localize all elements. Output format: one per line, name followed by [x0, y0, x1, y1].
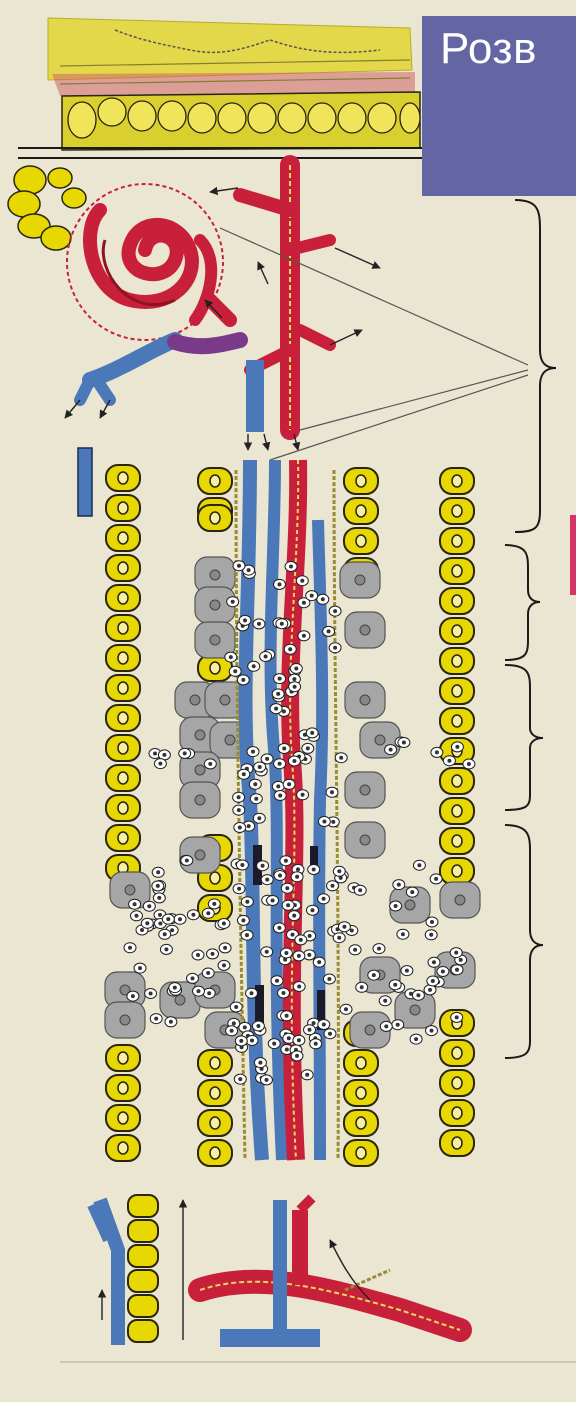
follicle-nucleus [118, 1112, 128, 1124]
follicle-nucleus [118, 1052, 128, 1064]
follicle-nucleus [452, 865, 462, 877]
follicle-nucleus [356, 505, 366, 517]
follicle-nucleus [452, 475, 462, 487]
curly-brace-icon [515, 200, 556, 532]
follicle-nucleus [118, 682, 128, 694]
arrow-icon [264, 434, 268, 450]
vein-fragment [78, 448, 92, 516]
follicle-nucleus [452, 685, 462, 697]
follicle-nucleus [452, 625, 462, 637]
follicle-nucleus [118, 562, 128, 574]
follicle-nucleus [118, 532, 128, 544]
follicle-nucleus [356, 535, 366, 547]
follicle-nucleus [452, 565, 462, 577]
follicle-nucleus [118, 502, 128, 514]
follicle-nucleus [356, 1147, 366, 1159]
curly-brace-icon [505, 665, 543, 810]
follicle-nucleus [210, 512, 220, 524]
curly-brace-icon [505, 825, 543, 1058]
follicle-nucleus [452, 1047, 462, 1059]
follicle-nucleus [210, 1057, 220, 1069]
follicle-nucleus [210, 1147, 220, 1159]
follicle-nucleus [452, 1077, 462, 1089]
capsule-layer [48, 18, 415, 96]
title-text: Розв [440, 24, 537, 74]
follicle-nucleus [210, 1087, 220, 1099]
follicle-nucleus [118, 832, 128, 844]
epithelium-band [62, 92, 420, 150]
follicle-nucleus [452, 805, 462, 817]
follicle-nucleus [356, 1117, 366, 1129]
arrow-icon [330, 330, 362, 345]
follicle-nucleus [118, 712, 128, 724]
follicle-nucleus [210, 1117, 220, 1129]
follicle-nucleus [210, 662, 220, 674]
braces [505, 200, 556, 1058]
follicle-nucleus [356, 1057, 366, 1069]
follicle-nucleus [118, 622, 128, 634]
follicle-nucleus [452, 595, 462, 607]
follicle-nucleus [118, 472, 128, 484]
follicle-nucleus [118, 1082, 128, 1094]
follicle-nucleus [452, 835, 462, 847]
follicle-nucleus [452, 655, 462, 667]
follicle-nucleus [452, 505, 462, 517]
follicle-nucleus [118, 742, 128, 754]
follicle-column-4 [440, 468, 474, 1156]
follicle-nucleus [118, 592, 128, 604]
follicle-nucleus [452, 715, 462, 727]
bottom-vascular-panel [92, 1195, 460, 1345]
follicle-nucleus [452, 1107, 462, 1119]
pointer-lines [220, 228, 528, 460]
follicle-nucleus [452, 535, 462, 547]
arrow-icon [65, 400, 80, 418]
arrow-icon [210, 188, 238, 192]
follicle-nucleus [118, 802, 128, 814]
follicle-nucleus [118, 772, 128, 784]
follicle-column-1 [106, 465, 140, 1161]
arrow-icon [258, 262, 268, 284]
arrow-icon [335, 248, 380, 268]
follicle-arc-upper-left [8, 166, 86, 250]
follicle-nucleus [118, 652, 128, 664]
main-artery-upper [210, 165, 330, 430]
follicle-nucleus [356, 475, 366, 487]
follicle-nucleus [452, 775, 462, 787]
edge-mark [570, 515, 576, 595]
follicle-nucleus [452, 1137, 462, 1149]
vessel-knot [67, 184, 223, 340]
follicle-nucleus [210, 872, 220, 884]
follicle-nucleus [210, 475, 220, 487]
follicle-nucleus [118, 1142, 128, 1154]
curly-brace-icon [505, 545, 540, 660]
follicle-nucleus [356, 1087, 366, 1099]
